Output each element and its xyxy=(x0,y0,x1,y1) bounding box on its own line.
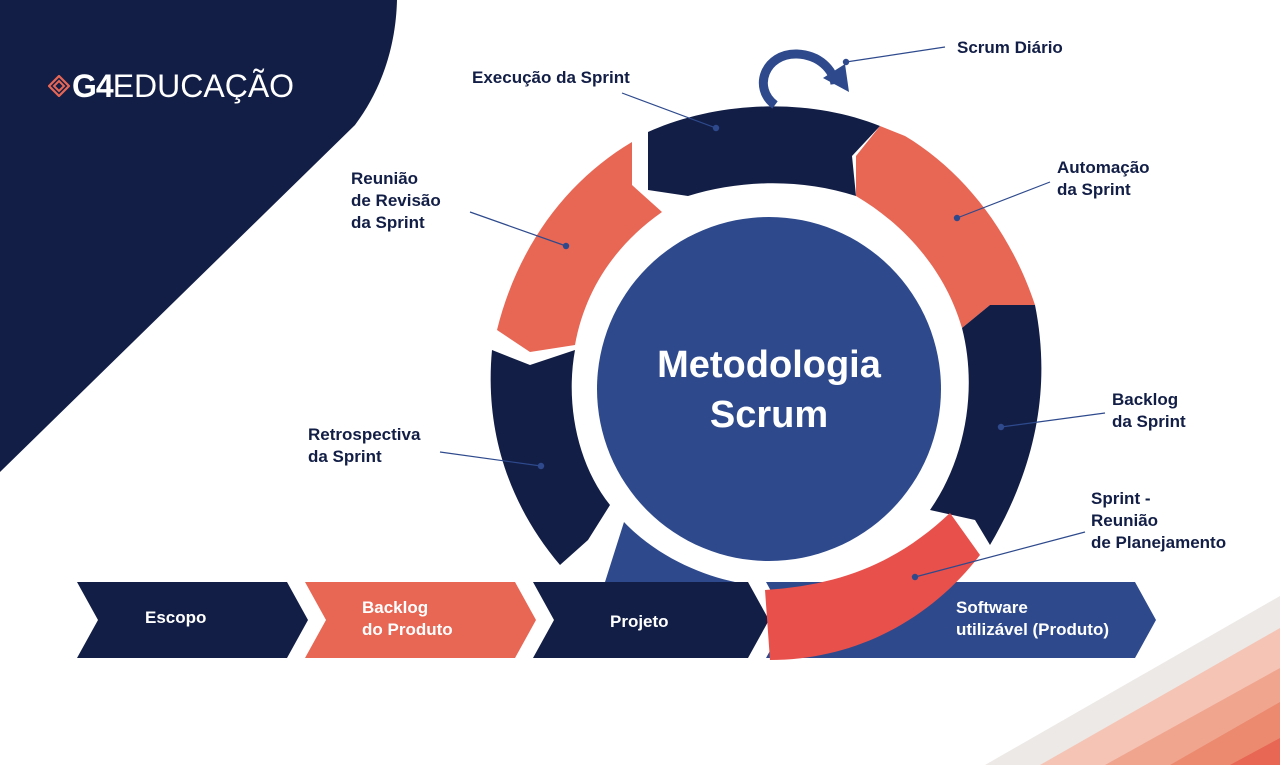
flow-step-product-backlog: Backlog do Produto xyxy=(362,597,453,641)
leader-planning-dot xyxy=(911,573,919,581)
label-sprint-backlog-line2: da Sprint xyxy=(1112,412,1186,431)
chevron-product-backlog xyxy=(305,582,536,658)
label-daily-scrum-text: Scrum Diário xyxy=(957,38,1063,57)
flow-step-product-backlog-line1: Backlog xyxy=(362,598,429,617)
label-daily-scrum: Scrum Diário xyxy=(957,37,1063,59)
label-planning-line2: Reunião xyxy=(1091,511,1159,530)
flow-step-product-backlog-line2: do Produto xyxy=(362,620,453,639)
diamond-logo-icon xyxy=(48,75,70,97)
logo: G4 EDUCAÇÃO xyxy=(48,66,294,106)
flow-step-scope-text: Escopo xyxy=(145,608,207,627)
flow-step-software-line1: Software xyxy=(956,598,1028,617)
leader-daily-line xyxy=(845,46,946,63)
center-circle-tail xyxy=(605,522,735,582)
label-review-line2: de Revisão xyxy=(351,191,441,210)
leader-retrospective-line xyxy=(439,451,542,467)
label-review-line3: da Sprint xyxy=(351,213,425,232)
label-sprint-automation: Automação da Sprint xyxy=(1057,157,1150,201)
label-planning-line1: Sprint - xyxy=(1091,489,1151,508)
leader-automation-dot xyxy=(953,214,961,222)
label-retrospective-line1: Retrospectiva xyxy=(308,425,421,444)
center-title-line1: Metodologia xyxy=(657,344,881,386)
segment-execution xyxy=(648,106,880,196)
label-sprint-backlog-line1: Backlog xyxy=(1112,390,1179,409)
segment-review xyxy=(497,142,662,352)
label-sprint-retrospective: Retrospectiva da Sprint xyxy=(308,424,420,468)
center-title-line2: Scrum xyxy=(709,394,829,436)
segment-planning xyxy=(765,513,980,660)
label-sprint-planning: Sprint - Reunião de Planejamento xyxy=(1091,488,1226,554)
label-automation-line2: da Sprint xyxy=(1057,180,1131,199)
flow-step-software: Software utilizável (Produto) xyxy=(956,597,1109,641)
chevron-project xyxy=(533,582,769,658)
leader-execution-line xyxy=(621,92,717,129)
corner-stripes xyxy=(985,596,1280,765)
logo-name: EDUCAÇÃO xyxy=(112,67,295,104)
label-sprint-execution: Execução da Sprint xyxy=(472,67,630,89)
label-retrospective-line2: da Sprint xyxy=(308,447,382,466)
cycle-segments xyxy=(490,106,1042,565)
segment-sprint-backlog xyxy=(930,305,1042,545)
circular-arrow-icon xyxy=(759,49,849,109)
flow-step-project-text: Projeto xyxy=(610,612,669,631)
segment-automation xyxy=(856,126,1035,328)
flow-step-software-line2: utilizável (Produto) xyxy=(956,620,1109,639)
logo-prefix: G4 xyxy=(72,67,114,104)
leader-lines xyxy=(439,46,1106,581)
leader-sprint-backlog-line xyxy=(1000,412,1106,428)
center-title: Metodologia Scrum xyxy=(600,340,938,440)
leader-daily-dot xyxy=(842,58,850,66)
leader-retrospective-dot xyxy=(537,462,545,470)
label-planning-line3: de Planejamento xyxy=(1091,533,1227,552)
leader-review-line xyxy=(469,211,567,247)
flow-step-scope: Escopo xyxy=(145,607,206,629)
label-sprint-backlog: Backlog da Sprint xyxy=(1112,389,1186,433)
leader-review-dot xyxy=(562,242,570,250)
label-review-line1: Reunião xyxy=(351,169,419,188)
flow-step-project: Projeto xyxy=(610,611,669,633)
corner-navy-shape xyxy=(0,0,397,472)
leader-automation-line xyxy=(956,181,1051,219)
leader-sprint-backlog-dot xyxy=(997,423,1005,431)
chevron-scope xyxy=(77,582,308,658)
leader-execution-dot xyxy=(712,124,720,132)
label-sprint-execution-text: Execução da Sprint xyxy=(472,68,630,87)
label-sprint-review: Reunião de Revisão da Sprint xyxy=(351,168,441,234)
center-circle xyxy=(597,217,941,561)
label-automation-line1: Automação xyxy=(1057,158,1150,177)
segment-retrospective xyxy=(490,350,610,565)
leader-planning-line xyxy=(914,531,1086,578)
